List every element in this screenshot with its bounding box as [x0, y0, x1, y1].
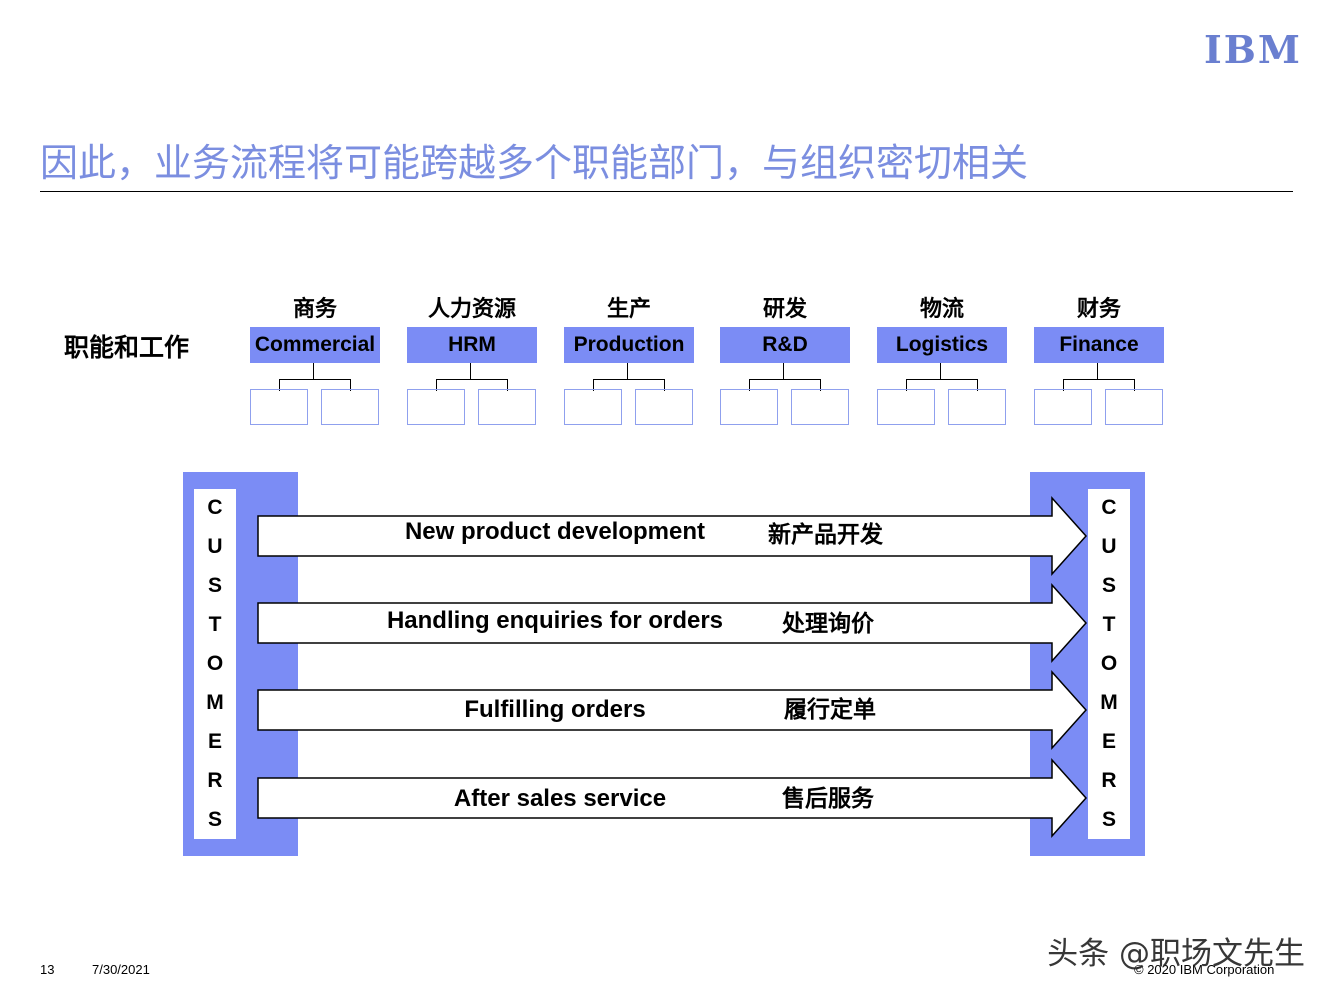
customers-letter: M: [206, 691, 224, 714]
process-label-zh: 处理询价: [782, 610, 874, 637]
subunit-box: [877, 389, 935, 425]
dept-zh-label: 人力资源: [427, 296, 516, 322]
customers-letter: T: [208, 613, 222, 636]
process-label-en: New product development: [404, 518, 706, 545]
dept-en-label: HRM: [407, 327, 537, 363]
customers-letter: C: [1101, 496, 1117, 519]
customers-letter: S: [1101, 808, 1116, 831]
customers-letter: R: [1101, 769, 1117, 792]
process-arrow-4: [257, 758, 1088, 838]
dept-subunits: [250, 363, 380, 425]
process-arrow-3: [257, 670, 1088, 750]
customers-letter: S: [207, 808, 222, 831]
dept-subunits: [1034, 363, 1164, 425]
dept-subunits: [407, 363, 537, 425]
dept-hrm: 人力资源 HRM: [407, 294, 537, 425]
subunit-box: [948, 389, 1006, 425]
customers-letter: R: [207, 769, 223, 792]
dept-en-label: Production: [564, 327, 694, 363]
process-label-zh: 履行定单: [784, 696, 876, 723]
process-label-en: Fulfilling orders: [464, 696, 646, 723]
subunit-box: [564, 389, 622, 425]
subunit-box: [321, 389, 379, 425]
functions-label: 职能和工作: [64, 333, 190, 362]
dept-production: 生产 Production: [564, 294, 694, 425]
process-label-zh: 售后服务: [782, 785, 874, 812]
dept-en-label: R&D: [720, 327, 850, 363]
customers-letter: U: [207, 535, 223, 558]
customers-letter: O: [1100, 652, 1118, 675]
footer-date: 7/30/2021: [92, 962, 150, 977]
subunit-box: [250, 389, 308, 425]
dept-subunits: [564, 363, 694, 425]
dept-zh-label: 财务: [1076, 296, 1121, 322]
dept-zh-label: 商务: [292, 296, 337, 322]
page-title: 因此，业务流程将可能跨越多个职能部门，与组织密切相关: [40, 141, 1029, 185]
process-arrow-1: [257, 496, 1088, 576]
process-label-en: Handling enquiries for orders: [386, 607, 724, 634]
customers-letter: U: [1101, 535, 1117, 558]
dept-zh-label: 生产: [606, 296, 651, 322]
subunit-box: [407, 389, 465, 425]
customers-right-column: C U S T O M E R S: [1088, 489, 1130, 839]
dept-finance: 财务 Finance: [1034, 294, 1164, 425]
customers-letter: C: [207, 496, 223, 519]
dept-rd: 研发 R&D: [720, 294, 850, 425]
process-label-en: After sales service: [453, 785, 667, 812]
dept-zh-label: 研发: [762, 296, 807, 322]
subunit-box: [791, 389, 849, 425]
subunit-box: [478, 389, 536, 425]
dept-zh-label: 物流: [919, 296, 964, 322]
customers-letter: S: [207, 574, 222, 597]
dept-logistics: 物流 Logistics: [877, 294, 1007, 425]
subunit-box: [1105, 389, 1163, 425]
dept-en-label: Logistics: [877, 327, 1007, 363]
watermark: 头条 @职场文先生: [1047, 936, 1305, 972]
page-number: 13: [40, 962, 55, 977]
process-label-zh: 新产品开发: [768, 521, 883, 548]
ibm-logo: IBM: [1204, 27, 1302, 72]
customers-left-column: C U S T O M E R S: [194, 489, 236, 839]
dept-subunits: [877, 363, 1007, 425]
subunit-box: [635, 389, 693, 425]
dept-en-label: Commercial: [250, 327, 380, 363]
customers-letter: M: [1100, 691, 1118, 714]
customers-letter: T: [1102, 613, 1116, 636]
customers-letter: E: [1101, 730, 1116, 753]
footer-copyright: © 2020 IBM Corporation: [1134, 962, 1275, 977]
customers-letter: O: [206, 652, 224, 675]
dept-subunits: [720, 363, 850, 425]
process-arrow-2: [257, 583, 1088, 663]
customers-letter: E: [207, 730, 222, 753]
subunit-box: [1034, 389, 1092, 425]
customers-letter: S: [1101, 574, 1116, 597]
dept-en-label: Finance: [1034, 327, 1164, 363]
title-divider: [40, 191, 1293, 192]
dept-commercial: 商务 Commercial: [250, 294, 380, 425]
subunit-box: [720, 389, 778, 425]
